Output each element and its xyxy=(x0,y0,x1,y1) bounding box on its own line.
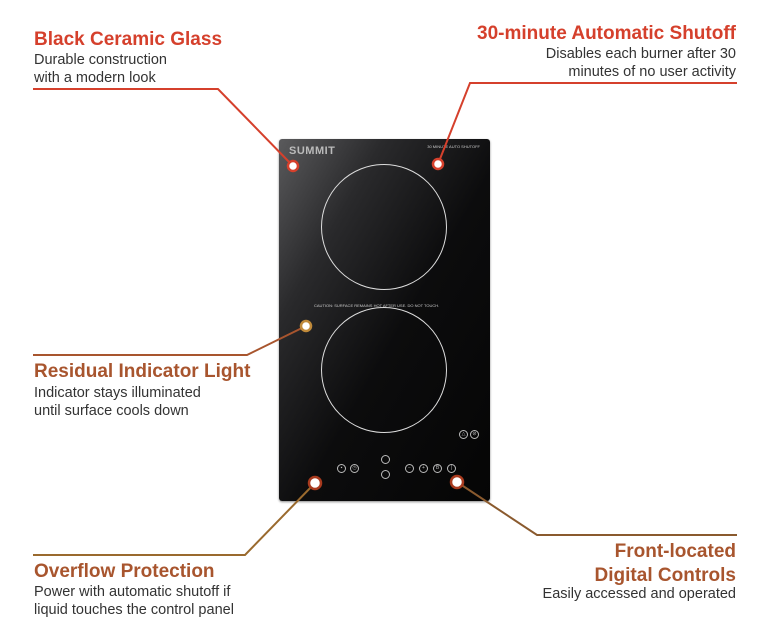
boost-button[interactable]: B xyxy=(433,464,442,473)
minus-button[interactable]: − xyxy=(405,464,414,473)
shutoff-label: 30 MINUTE AUTO SHUTOFF xyxy=(427,144,480,149)
lock-button[interactable]: ▪ xyxy=(337,464,346,473)
feature-title: Residual Indicator Light xyxy=(34,361,251,382)
top-burner xyxy=(321,164,447,290)
feature-title: 30-minute Automatic Shutoff xyxy=(477,23,736,44)
caution-text: CAUTION: SURFACE REMAINS HOT AFTER USE. … xyxy=(314,303,440,308)
power-button[interactable]: | xyxy=(447,464,456,473)
top-burner-select[interactable] xyxy=(381,455,390,464)
bottom-burner xyxy=(321,307,447,433)
feature-title: Black Ceramic Glass xyxy=(34,29,223,50)
plus-button[interactable]: + xyxy=(419,464,428,473)
feature-title: Overflow Protection xyxy=(34,561,215,582)
cooktop-image: SUMMIT 30 MINUTE AUTO SHUTOFF CAUTION: S… xyxy=(279,139,490,501)
warning-icon: △ xyxy=(459,430,468,439)
timer-button[interactable]: ◷ xyxy=(350,464,359,473)
brand-logo: SUMMIT xyxy=(289,145,336,157)
no-icon: ⊘ xyxy=(470,430,479,439)
feature-desc: Easily accessed and operated xyxy=(542,586,736,602)
bottom-burner-select[interactable] xyxy=(381,470,390,479)
